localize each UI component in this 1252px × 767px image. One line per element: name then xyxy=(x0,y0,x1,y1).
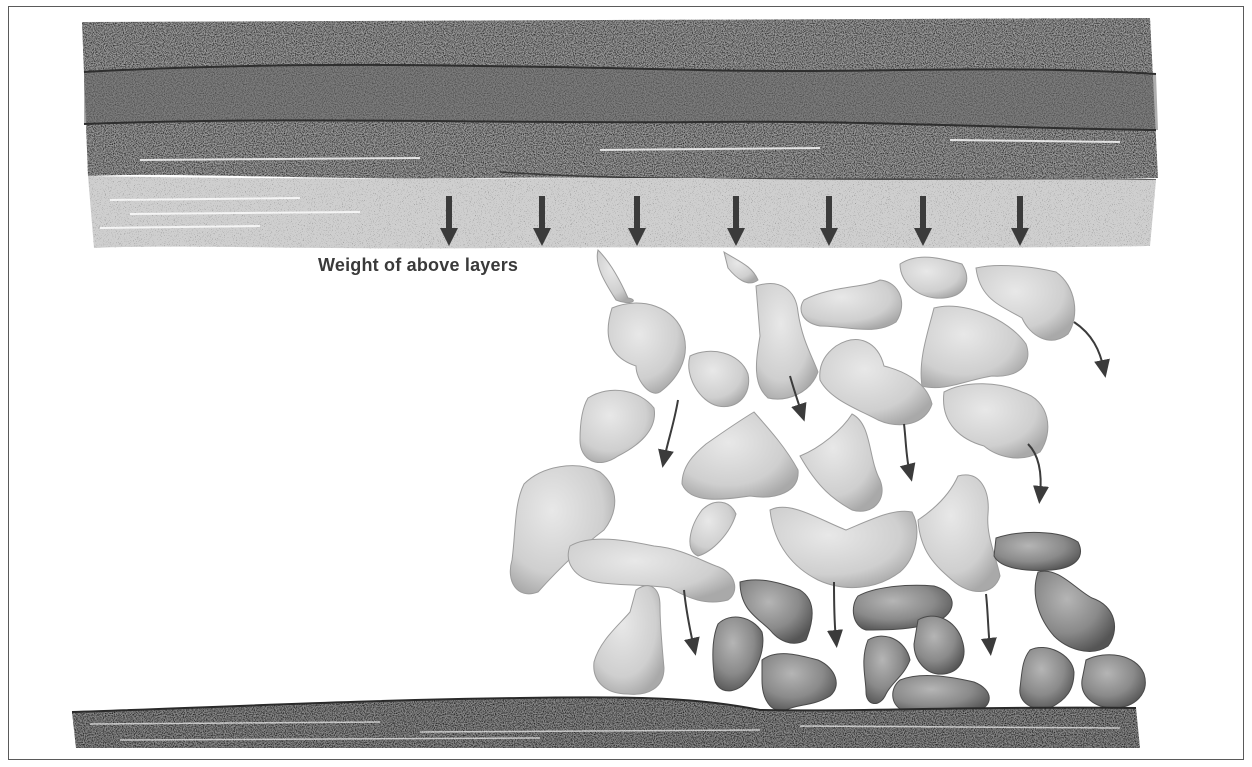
flow-arrow xyxy=(986,594,990,648)
grain xyxy=(713,617,763,691)
grain xyxy=(597,250,633,303)
flow-arrow xyxy=(904,424,910,474)
flow-arrow xyxy=(1074,322,1104,370)
grain xyxy=(1082,655,1145,708)
grain xyxy=(921,306,1028,388)
weight-label: Weight of above layers xyxy=(318,255,518,276)
grain xyxy=(994,532,1080,570)
grain xyxy=(914,616,964,674)
grain xyxy=(689,351,749,406)
grain xyxy=(820,340,932,425)
grain xyxy=(580,390,655,462)
grain xyxy=(800,414,882,511)
grain xyxy=(690,502,736,556)
grain xyxy=(1035,571,1114,651)
grain xyxy=(801,280,902,329)
grain xyxy=(682,412,798,499)
grain xyxy=(608,303,685,393)
grain xyxy=(918,475,1000,592)
compacted-grains xyxy=(713,532,1145,714)
grain xyxy=(770,507,917,587)
grain xyxy=(724,252,758,283)
grain xyxy=(762,654,836,711)
grain xyxy=(944,384,1048,458)
grain xyxy=(594,586,664,695)
flow-arrow xyxy=(664,400,678,460)
flow-arrow xyxy=(834,582,836,640)
grain xyxy=(900,257,967,298)
upper-rock-layers xyxy=(82,18,1158,248)
grain xyxy=(1020,647,1074,708)
